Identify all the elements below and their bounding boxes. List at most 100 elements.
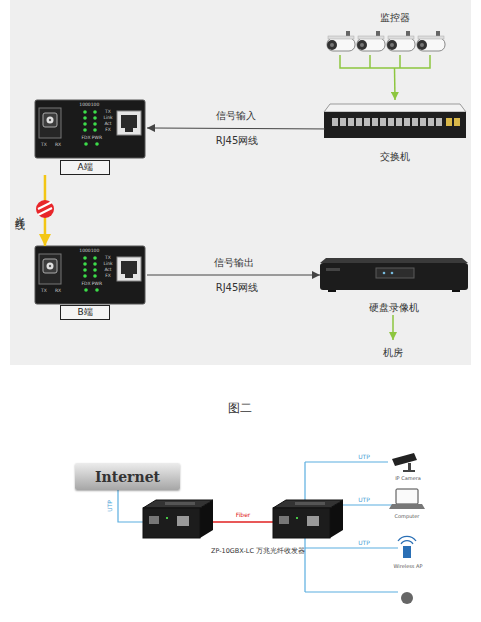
device-icon (401, 592, 413, 604)
switch-illustration-part (340, 118, 346, 126)
panel-marking: TX (41, 289, 47, 294)
switch-illustration-part (436, 118, 442, 126)
switch-box: 交换机 (325, 100, 465, 162)
dvr-illustration-part (328, 290, 336, 292)
cable-type: Fiber (236, 512, 251, 518)
cable-type: UTP (358, 454, 370, 460)
computer-icon-part (389, 504, 425, 509)
computer-icon (389, 489, 425, 509)
dvr-illustration-part (391, 272, 394, 275)
internet-banner: Internet (75, 463, 180, 490)
panel-marking: Act (104, 122, 111, 127)
device-name: 硬盘录像机 (369, 302, 419, 313)
camera-group-part (417, 31, 445, 51)
product-name: ZP-10GBX-LC 万兆光纤收发器 (211, 548, 305, 555)
panel-marking: TX (105, 256, 111, 261)
panel-marking: FDX (81, 136, 90, 141)
device-caption: IP Camera (395, 476, 421, 481)
switch-illustration-part (380, 118, 386, 126)
illustration-part (143, 500, 213, 538)
panel-marking: FX (105, 128, 111, 133)
network-wires-part (305, 591, 398, 592)
cable-type: RJ45网线 (216, 283, 259, 293)
switch-illustration-part (404, 118, 410, 126)
network-wires-part (118, 490, 143, 522)
panel-marking: 1000 (79, 249, 90, 254)
panel-marking: Link (103, 116, 112, 121)
switch-illustration-part (356, 118, 362, 126)
fiber-symbol-part (38, 202, 52, 215)
device-name: 交换机 (380, 151, 410, 162)
wireless-ap-icon (398, 536, 416, 558)
switch-illustration-part (364, 118, 370, 126)
dvr-illustration (320, 258, 468, 292)
wireless-ap-icon-part (401, 541, 413, 544)
switch-illustration-part (396, 118, 402, 126)
panel-marking: Link (103, 262, 112, 267)
cable-type: UTP (107, 500, 113, 512)
dvr-illustration-part (452, 290, 460, 292)
wireless-ap-icon-part (398, 536, 416, 541)
panel-marking: PWR (92, 282, 102, 287)
connector (394, 68, 396, 100)
connector (147, 275, 320, 276)
switch-illustration-part (446, 118, 452, 126)
illustration-part (273, 500, 343, 538)
panel-marking: 1000 (79, 103, 90, 108)
transceiver-box: B端 (35, 246, 147, 320)
dvr-illustration-part (383, 272, 386, 275)
network-wires-part (305, 547, 398, 548)
fiber-line (213, 521, 273, 523)
transceiver-box: A端 (35, 100, 147, 175)
figure-caption: 图二 (228, 402, 252, 414)
switch-illustration-part (372, 118, 378, 126)
switch-illustration-part (454, 118, 460, 126)
camera-bracket (340, 55, 430, 68)
room-label: 机房 (383, 348, 403, 358)
dvr-illustration-part (320, 263, 468, 290)
ip-camera-icon (392, 453, 417, 472)
ip-camera-icon-part (403, 470, 415, 472)
switch-illustration-part (324, 104, 466, 112)
switch-illustration-part (412, 118, 418, 126)
cable-type: UTP (358, 540, 370, 546)
camera-group-part (357, 31, 385, 51)
camera-group (327, 31, 445, 51)
camera-group-part (327, 31, 355, 51)
connector (147, 127, 325, 129)
connector-label: 信号输出 (214, 258, 254, 268)
switch-illustration-part (324, 112, 466, 138)
panel-marking: 100 (91, 103, 100, 108)
panel-marking: 100 (91, 249, 100, 254)
dvr-box: 硬盘录像机 (320, 255, 468, 313)
panel-marking: RX (55, 289, 61, 294)
group-heading: 监控器 (380, 12, 410, 23)
camera-group-part (387, 31, 415, 51)
switch-illustration (324, 104, 466, 138)
panel-marking: TX (105, 110, 111, 115)
cable-type: UTP (358, 497, 370, 503)
end-tag: B端 (60, 305, 110, 320)
room-arrow (392, 315, 394, 340)
switch-illustration-part (348, 118, 354, 126)
illustration-part (35, 246, 145, 304)
illustration-part (35, 100, 145, 158)
device-caption: Wireless AP (394, 564, 423, 569)
end-tag: A端 (60, 160, 110, 175)
panel-marking: FDX (81, 282, 90, 287)
ip-camera-icon-part (408, 463, 411, 471)
network-wires-part (305, 461, 388, 462)
panel-background (10, 0, 471, 365)
switch-illustration-part (428, 118, 434, 126)
panel-marking: PWR (92, 136, 102, 141)
wireless-ap-icon-part (403, 546, 411, 558)
panel-marking: FX (105, 274, 111, 279)
camera-group-box: 监控器 (327, 8, 462, 68)
banner-text: Internet (95, 470, 160, 484)
switch-illustration-part (420, 118, 426, 126)
fiber-symbol (36, 200, 54, 218)
switch-illustration-part (332, 118, 338, 126)
connector-label: 光纤线 (15, 208, 25, 214)
panel-marking: Act (104, 268, 111, 273)
